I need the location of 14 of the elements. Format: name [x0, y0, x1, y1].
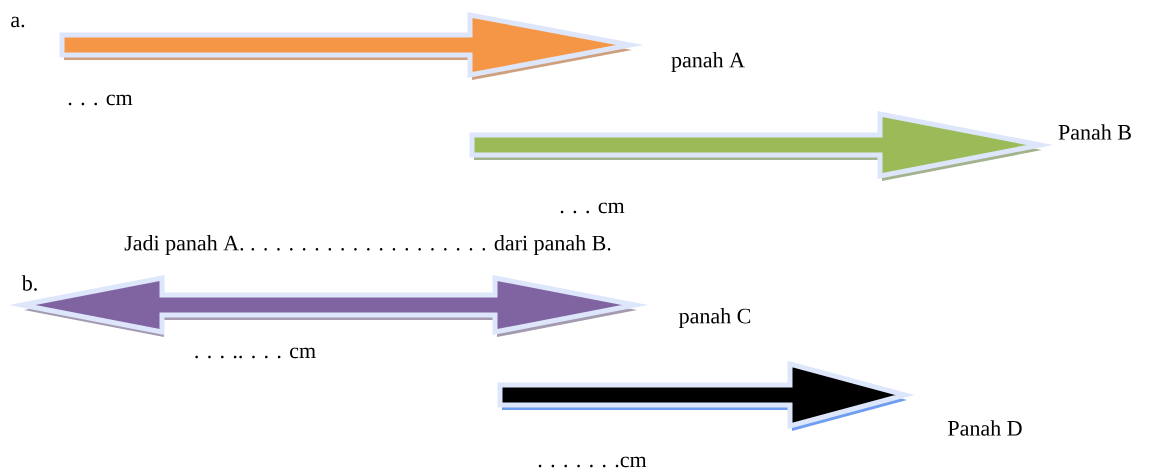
- length-blank: . . . cm: [560, 202, 625, 214]
- arrow-label: Panah B: [1058, 124, 1131, 140]
- item-letter: a.: [11, 16, 25, 28]
- arrow-label: panah C: [679, 308, 751, 328]
- length-blank: . . . cm: [68, 94, 133, 106]
- arrow-label: panah A: [671, 52, 745, 72]
- block-arrow: [59, 12, 644, 80]
- question-text: Jadi panah A. . . . . . . . . . . . . . . . . . . . dari panah B.: [124, 235, 611, 255]
- length-blank: . . . .. . . . cm: [195, 347, 316, 359]
- item-letter: b.: [21, 275, 37, 291]
- arrow-label: Panah D: [948, 420, 1022, 436]
- length-blank: . . . . . . .cm: [538, 456, 647, 468]
- block-arrow: [497, 360, 915, 431]
- block-arrow: [469, 110, 1054, 181]
